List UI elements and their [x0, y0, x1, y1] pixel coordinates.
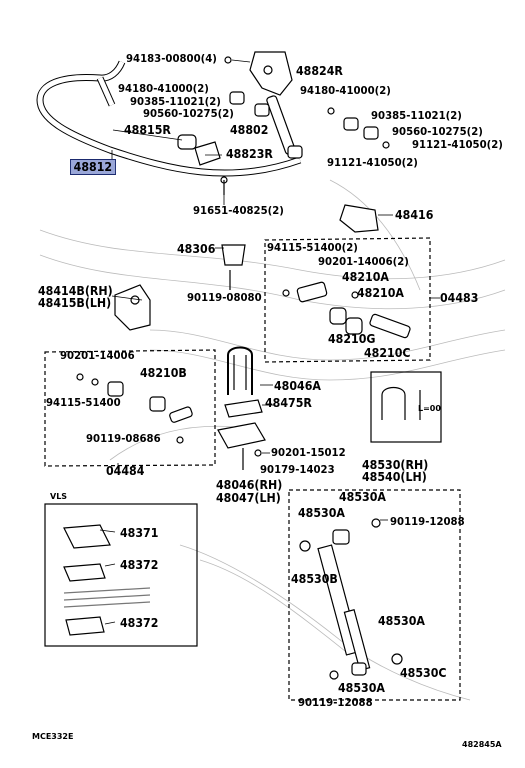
- part-label-94180-left: 94180-41000(2): [118, 82, 209, 95]
- part-label-91651: 91651-40825(2): [193, 204, 284, 217]
- part-label-48815R: 48815R: [124, 123, 171, 137]
- part-label-48812-highlighted[interactable]: 48812: [70, 159, 116, 175]
- part-label-48415B: 48415B(LH): [38, 296, 112, 310]
- part-label-48823R: 48823R: [226, 147, 273, 161]
- part-label-48475R: 48475R: [265, 396, 312, 410]
- frame-sketch: [39, 179, 506, 701]
- part-label-90119-08080: 90119-08080: [187, 291, 262, 304]
- part-label-48210A-2: 48210A: [357, 286, 404, 300]
- part-label-94115-group: 94115-51400(2): [267, 241, 358, 254]
- part-label-90201-14006: 90201-14006: [60, 349, 135, 362]
- part-label-91121-right: 91121-41050(2): [412, 138, 503, 151]
- part-label-48530A-1: 48530A: [339, 490, 386, 504]
- part-label-48210C: 48210C: [364, 346, 411, 360]
- part-label-48530B: 48530B: [291, 572, 338, 586]
- part-label-90201-group: 90201-14006(2): [318, 255, 409, 268]
- part-label-90179-14023: 90179-14023: [260, 463, 335, 476]
- part-label-90119-12088-upper: 90119-12088: [390, 515, 465, 528]
- part-label-48530A-4: 48530A: [338, 681, 385, 695]
- part-label-91121-left: 91121-41050(2): [327, 156, 418, 169]
- part-label-48046RH: 48046(RH): [216, 478, 283, 492]
- part-label-48210A-1: 48210A: [342, 270, 389, 284]
- part-label-48306: 48306: [177, 242, 216, 256]
- part-label-94115-51400: 94115-51400: [46, 396, 121, 409]
- part-label-48210B: 48210B: [140, 366, 187, 380]
- part-label-L00: L=00: [418, 404, 441, 413]
- part-label-04483: 04483: [440, 291, 479, 305]
- part-label-48047LH: 48047(LH): [216, 491, 281, 505]
- part-label-90560-left: 90560-10275(2): [143, 107, 234, 120]
- part-label-48530C: 48530C: [400, 666, 447, 680]
- part-label-48802: 48802: [230, 123, 269, 137]
- part-label-90385-right: 90385-11021(2): [371, 109, 462, 122]
- part-label-48414B: 48414B(RH): [38, 284, 113, 298]
- diagram-reference: 482845A: [462, 740, 502, 749]
- part-label-48372-a: 48372: [120, 558, 159, 572]
- part-label-48416: 48416: [395, 208, 434, 222]
- part-label-48372-b: 48372: [120, 616, 159, 630]
- part-label-48824R: 48824R: [296, 64, 343, 78]
- part-label-48540LH: 48540(LH): [362, 470, 427, 484]
- part-label-48530A-2: 48530A: [298, 506, 345, 520]
- part-label-90119-08686: 90119-08686: [86, 432, 161, 445]
- part-label-94180-right: 94180-41000(2): [300, 84, 391, 97]
- vls-label: VLS: [50, 492, 68, 501]
- part-label-90119-12088-lower: 90119-12088: [298, 696, 373, 709]
- part-label-48210G: 48210G: [328, 332, 376, 346]
- part-label-90560-right: 90560-10275(2): [392, 125, 483, 138]
- part-label-90201-15012: 90201-15012: [271, 446, 346, 459]
- part-label-48371: 48371: [120, 526, 159, 540]
- diagram-code: MCE332E: [32, 732, 74, 741]
- part-label-48046A: 48046A: [274, 379, 321, 393]
- part-label-48530A-3: 48530A: [378, 614, 425, 628]
- part-label-94183: 94183-00800(4): [126, 52, 217, 65]
- part-label-90385-left: 90385-11021(2): [130, 95, 221, 108]
- part-label-04484: 04484: [106, 464, 145, 478]
- part-label-48530RH: 48530(RH): [362, 458, 429, 472]
